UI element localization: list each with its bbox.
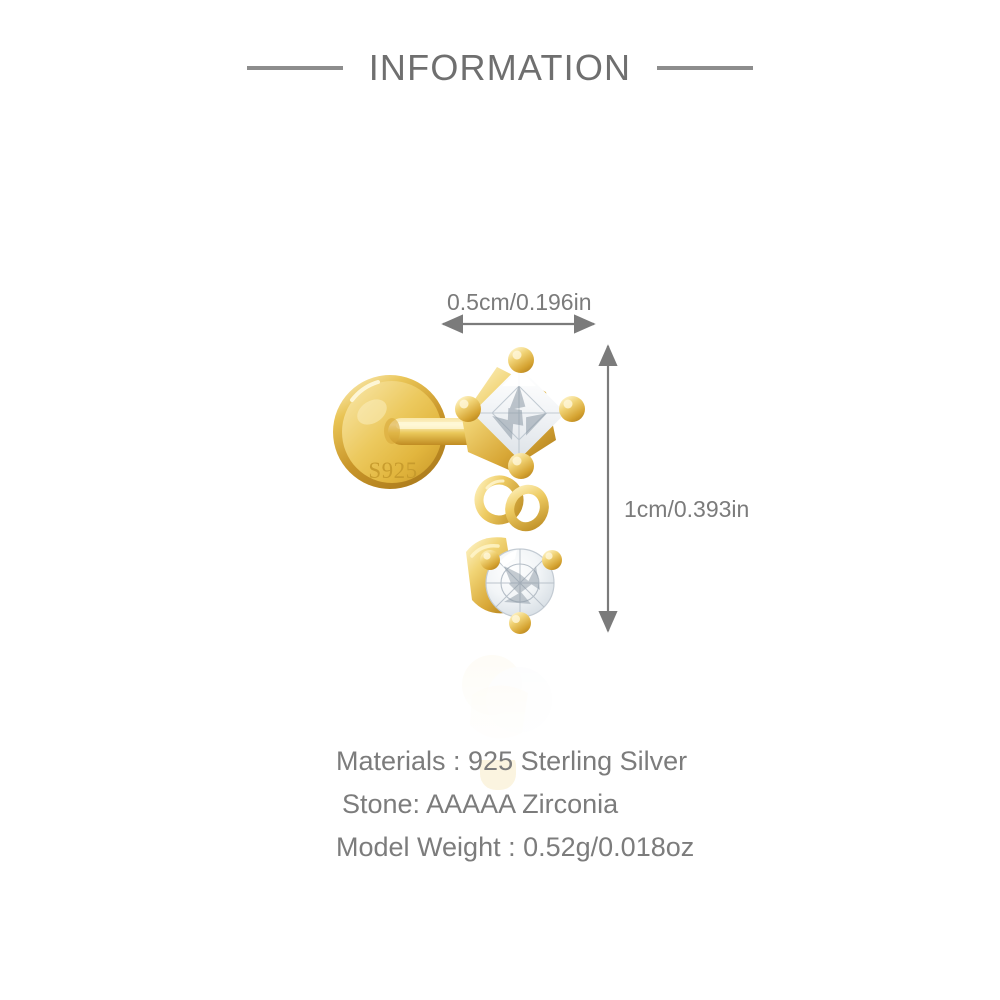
- height-dimension-label: 1cm/0.393in: [624, 496, 750, 522]
- round-cz-stone: [485, 548, 555, 618]
- page-header: INFORMATION: [0, 40, 1000, 96]
- square-cz-stone: [472, 366, 566, 460]
- header-rule-left: [246, 66, 343, 70]
- flat-disc-back: S925: [333, 375, 447, 489]
- square-cz-setting: [455, 347, 585, 479]
- drop-prong-upper-left: [480, 550, 500, 570]
- specifications-block: Materials : 925 Sterling Silver Stone: A…: [336, 740, 896, 869]
- jump-ring-upper: [474, 475, 524, 525]
- jump-ring-lower: [505, 484, 549, 532]
- prong-left: [455, 396, 481, 422]
- s925-stamp: S925: [368, 458, 417, 483]
- width-dimension-label: 0.5cm/0.196in: [447, 289, 592, 315]
- reflection-fade: [400, 620, 700, 760]
- page-title: INFORMATION: [368, 47, 632, 88]
- spec-model-weight: Model Weight : 0.52g/0.018oz: [336, 832, 695, 862]
- jump-rings: [474, 475, 549, 532]
- prong-top: [508, 347, 534, 373]
- spec-materials: Materials : 925 Sterling Silver: [336, 746, 688, 776]
- drop-prong-bottom: [509, 612, 531, 634]
- round-cz-drop: [466, 537, 562, 634]
- drop-basket: [466, 537, 518, 614]
- threaded-post-bar: [384, 418, 486, 445]
- prong-right: [559, 396, 585, 422]
- spec-stone: Stone: AAAAA Zirconia: [342, 789, 619, 819]
- header-rule-right: [657, 66, 754, 70]
- prong-bottom: [508, 453, 534, 479]
- drop-prong-upper-right: [542, 550, 562, 570]
